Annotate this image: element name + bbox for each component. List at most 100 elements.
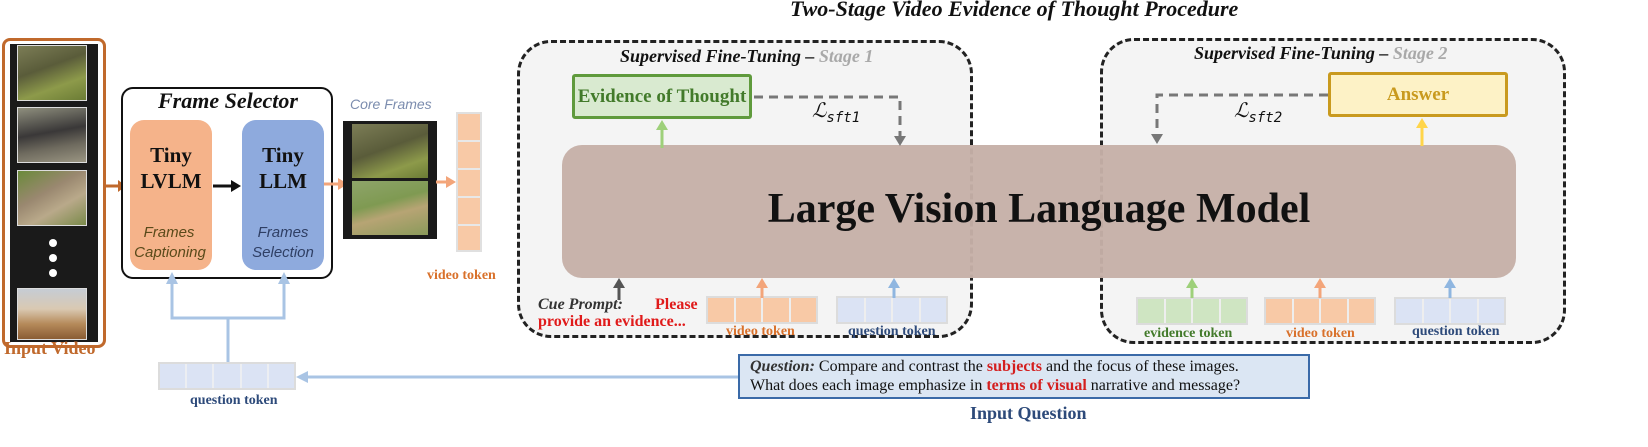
stage2-question-token-row [1394, 297, 1506, 325]
arrow-s1-video-token [756, 278, 768, 298]
arrow-cue-to-lvlm [613, 278, 625, 300]
loss-sft1-subscript: sft1 [826, 110, 861, 126]
stage1-title-stage: Stage 1 [818, 46, 874, 66]
tiny-llm-task-line1: Frames [257, 224, 309, 241]
question-token-cell [920, 298, 946, 322]
question-part2: and the focus of these images. [1041, 358, 1239, 375]
cue-prompt-prefix: Cue Prompt: [538, 296, 623, 313]
core-frame-2 [352, 181, 428, 235]
arrow-s2-video-token [1314, 278, 1326, 298]
question-line-1: Question: Compare and contrast the subje… [750, 357, 1298, 376]
evidence-token-cell [1220, 299, 1246, 323]
question-prefix: Question: [750, 358, 815, 375]
video-token-cell [458, 226, 480, 252]
video-token-cell [458, 114, 480, 142]
video-token-cell [790, 298, 816, 322]
video-frame-2 [17, 107, 87, 163]
video-frame-3 [17, 170, 87, 226]
input-video-label: Input Video [4, 338, 96, 358]
tiny-llm-line1: Tiny [262, 143, 304, 167]
video-token-cell [1266, 299, 1294, 323]
cue-prompt-text1: Please [655, 296, 698, 313]
question-highlight2: terms of visual [986, 377, 1087, 394]
answer-box: Answer [1328, 72, 1508, 117]
input-video-filmstrip [2, 38, 106, 348]
tiny-lvlm-line1: Tiny [150, 143, 192, 167]
arrow-s1-question-token [888, 278, 900, 298]
stage1-video-token-row [706, 296, 818, 324]
loss-sft2-connector [1151, 93, 1328, 144]
core-frame-1 [352, 124, 428, 178]
question-token-cell [160, 364, 188, 388]
stage2-question-token-label: question token [1412, 324, 1500, 339]
stage2-title: Supervised Fine-Tuning – Stage 2 [1194, 43, 1447, 64]
video-token-column [456, 112, 482, 252]
stage2-title-prefix: Supervised Fine-Tuning – [1194, 43, 1393, 63]
tiny-lvlm-task-line1: Frames [143, 224, 195, 241]
stage2-video-token-row [1264, 297, 1376, 325]
arrow-lvlm-to-answer [1416, 118, 1428, 146]
arrow-core-frames-to-tokens [436, 176, 456, 188]
video-token-cell [458, 170, 480, 198]
evidence-token-cell [1138, 299, 1166, 323]
stage1-question-token-row [836, 296, 948, 324]
question-token-cell [1396, 299, 1424, 323]
question-to-selector-connector [166, 272, 290, 362]
stage2-evidence-token-row [1136, 297, 1248, 325]
question-token-cell [187, 364, 215, 388]
input-question-box: Question: Compare and contrast the subje… [738, 354, 1310, 399]
arrow-s2-evidence-token [1186, 278, 1198, 298]
input-question-label: Input Question [970, 403, 1087, 423]
stage2-video-token-label: video token [1286, 326, 1355, 341]
core-frames-filmstrip [343, 121, 437, 239]
arrow-s2-question-token [1444, 278, 1456, 298]
question-token-cell [1478, 299, 1504, 323]
question-part4: narrative and message? [1086, 377, 1241, 394]
question-token-cell [1423, 299, 1451, 323]
question-token-row-left [158, 362, 296, 390]
diagram-title: Two-Stage Video Evidence of Thought Proc… [790, 0, 1239, 21]
question-token-cell [865, 298, 893, 322]
video-token-cell [1321, 299, 1349, 323]
question-highlight1: subjects [986, 358, 1042, 375]
question-token-cell [214, 364, 242, 388]
tiny-llm-block [242, 120, 324, 270]
video-token-cell [1293, 299, 1321, 323]
video-token-cell [763, 298, 791, 322]
question-token-cell [838, 298, 866, 322]
video-token-cell [735, 298, 763, 322]
tiny-lvlm-block [130, 120, 212, 270]
question-token-label-left: question token [190, 393, 278, 408]
loss-sft2-label: ℒsft2 [1234, 98, 1282, 126]
video-frame-4 [17, 288, 87, 340]
stage1-title: Supervised Fine-Tuning – Stage 1 [620, 46, 873, 67]
ellipsis-dot-3 [49, 269, 57, 277]
cue-prompt-text2: provide an evidence... [538, 313, 686, 330]
lvlm-label: Large Vision Language Model [767, 186, 1311, 232]
arrow-question-to-token [296, 371, 738, 383]
question-part1: Compare and contrast the [814, 358, 987, 375]
question-token-cell [893, 298, 921, 322]
loss-sft1-label: ℒsft1 [812, 98, 860, 126]
ellipsis-dot-2 [49, 254, 57, 262]
loss-sft2-symbol: ℒ [1234, 98, 1249, 122]
tiny-llm-line2: LLM [259, 169, 307, 193]
question-token-cell [241, 364, 269, 388]
question-token-cell [268, 364, 295, 388]
video-token-cell [458, 198, 480, 226]
frame-selector-title: Frame Selector [158, 88, 298, 113]
stage1-video-token-label: video token [726, 324, 795, 339]
video-token-cell [458, 142, 480, 170]
tiny-lvlm-line2: LVLM [140, 169, 202, 193]
loss-sft2-subscript: sft2 [1248, 110, 1283, 126]
lvlm-block [562, 145, 1516, 278]
loss-sft1-connector [754, 95, 906, 146]
question-token-cell [1451, 299, 1479, 323]
evidence-token-cell [1193, 299, 1221, 323]
tiny-llm-task-line2: Selection [252, 244, 314, 261]
stage1-title-prefix: Supervised Fine-Tuning – [620, 46, 819, 66]
video-token-cell [708, 298, 736, 322]
core-frames-label: Core Frames [350, 96, 432, 112]
evidence-of-thought-box: Evidence of Thought [572, 74, 752, 119]
video-token-label-left: video token [427, 268, 496, 283]
